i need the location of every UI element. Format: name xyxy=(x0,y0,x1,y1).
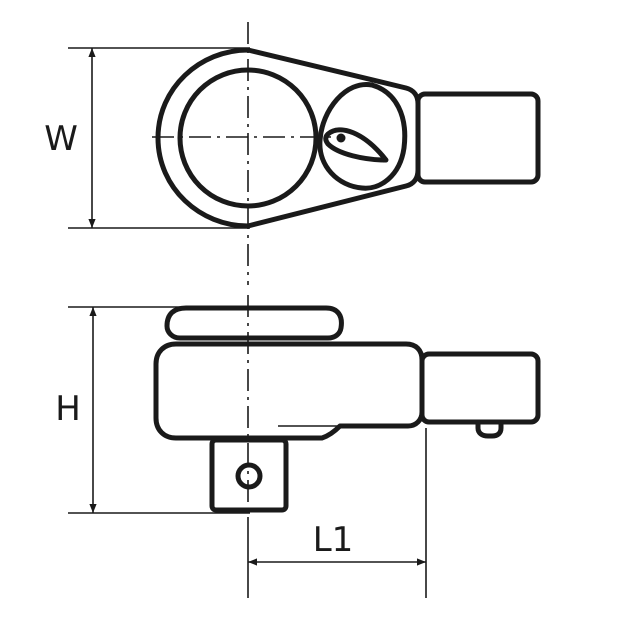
top-view: W xyxy=(44,22,541,285)
head-body xyxy=(153,341,425,441)
insert-shank xyxy=(415,91,541,185)
l1-label: L1 xyxy=(313,520,354,560)
h-label: H xyxy=(55,389,81,429)
head-outline xyxy=(155,47,421,229)
cap-plate xyxy=(164,305,344,341)
side-view: H L1 xyxy=(55,295,541,598)
gear-circle xyxy=(177,67,319,209)
insert-latch xyxy=(475,419,504,439)
square-drive xyxy=(209,437,289,513)
insert-shank-side xyxy=(419,351,541,425)
reversing-lever xyxy=(323,127,389,163)
detent-ball xyxy=(235,462,263,490)
w-label: W xyxy=(44,119,78,159)
lever-recess xyxy=(317,82,408,191)
lever-pivot xyxy=(336,133,346,143)
